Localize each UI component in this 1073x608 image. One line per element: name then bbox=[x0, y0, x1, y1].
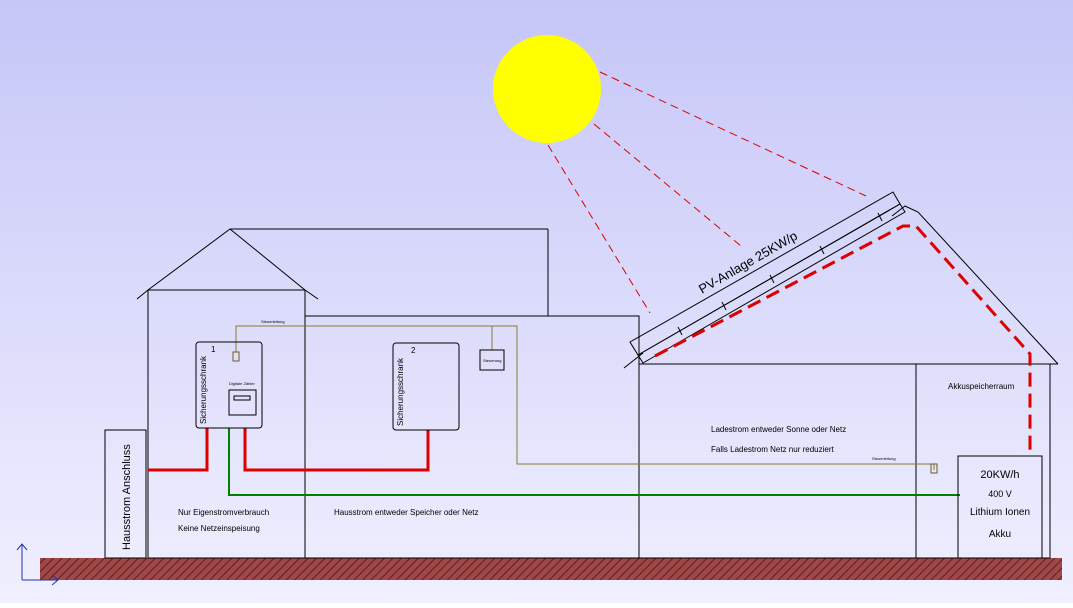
axis-icon bbox=[16, 543, 59, 586]
meter-display bbox=[233, 395, 251, 401]
cabinet-2-label: Sicherungsschrank bbox=[396, 357, 405, 426]
signal-connector-2 bbox=[930, 463, 938, 474]
signal-label-2: Steuerleitung bbox=[872, 456, 896, 461]
akku-capacity: 20KW/h bbox=[980, 469, 1019, 481]
akku-type: Lithium Ionen bbox=[970, 507, 1030, 518]
signal-label-1: Steuerleitung bbox=[261, 319, 285, 324]
akku-room-label: Akkuspeicherraum bbox=[948, 382, 1015, 391]
ac-line-green bbox=[228, 428, 960, 496]
ladestrom-text-1: Ladestrom entweder Sonne oder Netz bbox=[711, 425, 846, 434]
cabinet-1-label: Sicherungsschrank bbox=[199, 355, 208, 424]
akku-voltage: 400 V bbox=[988, 489, 1012, 499]
house-red-lines bbox=[148, 428, 430, 472]
fuse-cabinet-2: Sicherungsschrank 2 bbox=[392, 342, 460, 431]
sun-icon bbox=[493, 35, 601, 143]
hausstrom-text: Hausstrom entweder Speicher oder Netz bbox=[334, 508, 479, 517]
steuerung-label: Steuerung bbox=[483, 358, 501, 363]
digital-meter bbox=[228, 389, 257, 416]
hausstrom-anschluss-label: Hausstrom Anschluss bbox=[121, 444, 133, 550]
cabinet-1-number: 1 bbox=[211, 345, 216, 354]
right-building bbox=[623, 205, 1059, 559]
steuerung-box: Steuerung bbox=[479, 349, 505, 371]
eigenverbrauch-text-1: Nur Eigenstromverbrauch bbox=[178, 508, 269, 517]
ladestrom-text-2: Falls Ladestrom Netz nur reduziert bbox=[711, 445, 834, 454]
sun-rays bbox=[547, 71, 867, 314]
fuse-cabinet-1: Sicherungsschrank 1 Digitale Zähler bbox=[195, 341, 263, 429]
meter-label: Digitale Zähler bbox=[229, 381, 255, 386]
pv-panel-array bbox=[629, 191, 906, 364]
battery-unit: 20KW/h 400 V Lithium Ionen Akku bbox=[957, 455, 1043, 559]
cabinet-2-number: 2 bbox=[411, 346, 416, 355]
hausstrom-anschluss-box: Hausstrom Anschluss bbox=[104, 429, 147, 559]
signal-connector-1 bbox=[232, 351, 240, 362]
eigenverbrauch-text-2: Keine Netzeinspeisung bbox=[178, 524, 260, 533]
ground-strip bbox=[40, 558, 1062, 580]
akku-label: Akku bbox=[989, 529, 1011, 540]
signal-lines bbox=[235, 325, 935, 470]
